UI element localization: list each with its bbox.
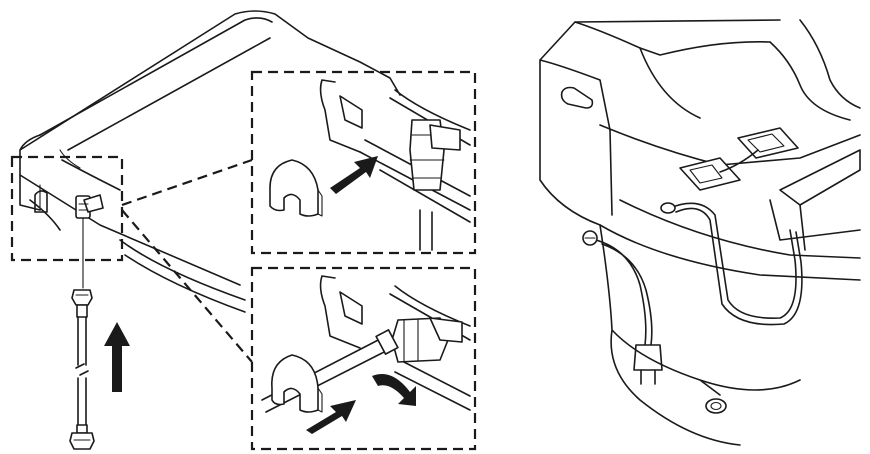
arrow-up-icon (104, 322, 130, 392)
supply-hose (69, 289, 95, 450)
power-cord (595, 239, 653, 346)
right-wiring-view (539, 19, 861, 446)
clip-piece-lower (271, 354, 319, 413)
hose-clip-detail (250, 266, 477, 451)
wire-harness (669, 202, 797, 319)
floor-bolt-cap (705, 398, 727, 414)
toilet-bowl (599, 224, 801, 446)
flush-handle (560, 86, 594, 109)
callout-box-main (10, 155, 124, 262)
seat-base-rim-inner (39, 149, 81, 211)
inset-box-lower (250, 266, 477, 451)
seat-lid-line (61, 37, 271, 191)
rotate-arrow-icon (372, 374, 416, 406)
clip-piece-upper (269, 159, 319, 217)
tank-body (539, 21, 771, 226)
seat-top-edge (39, 17, 273, 136)
leader-line-lower (121, 209, 253, 363)
seat-body-outline (19, 10, 401, 211)
connector-block (679, 127, 799, 191)
mounting-foot (34, 190, 48, 213)
arrow-insert-icon (306, 400, 356, 434)
inlet-fitting (75, 194, 104, 219)
left-installation-view (10, 10, 401, 450)
seat-front-curve (19, 174, 241, 286)
adapter-clip-detail (250, 70, 477, 255)
arrow-insert-icon (330, 156, 378, 194)
inset-box-upper (250, 70, 477, 255)
seat-base-rim (119, 239, 246, 313)
leader-line-upper (121, 158, 253, 207)
